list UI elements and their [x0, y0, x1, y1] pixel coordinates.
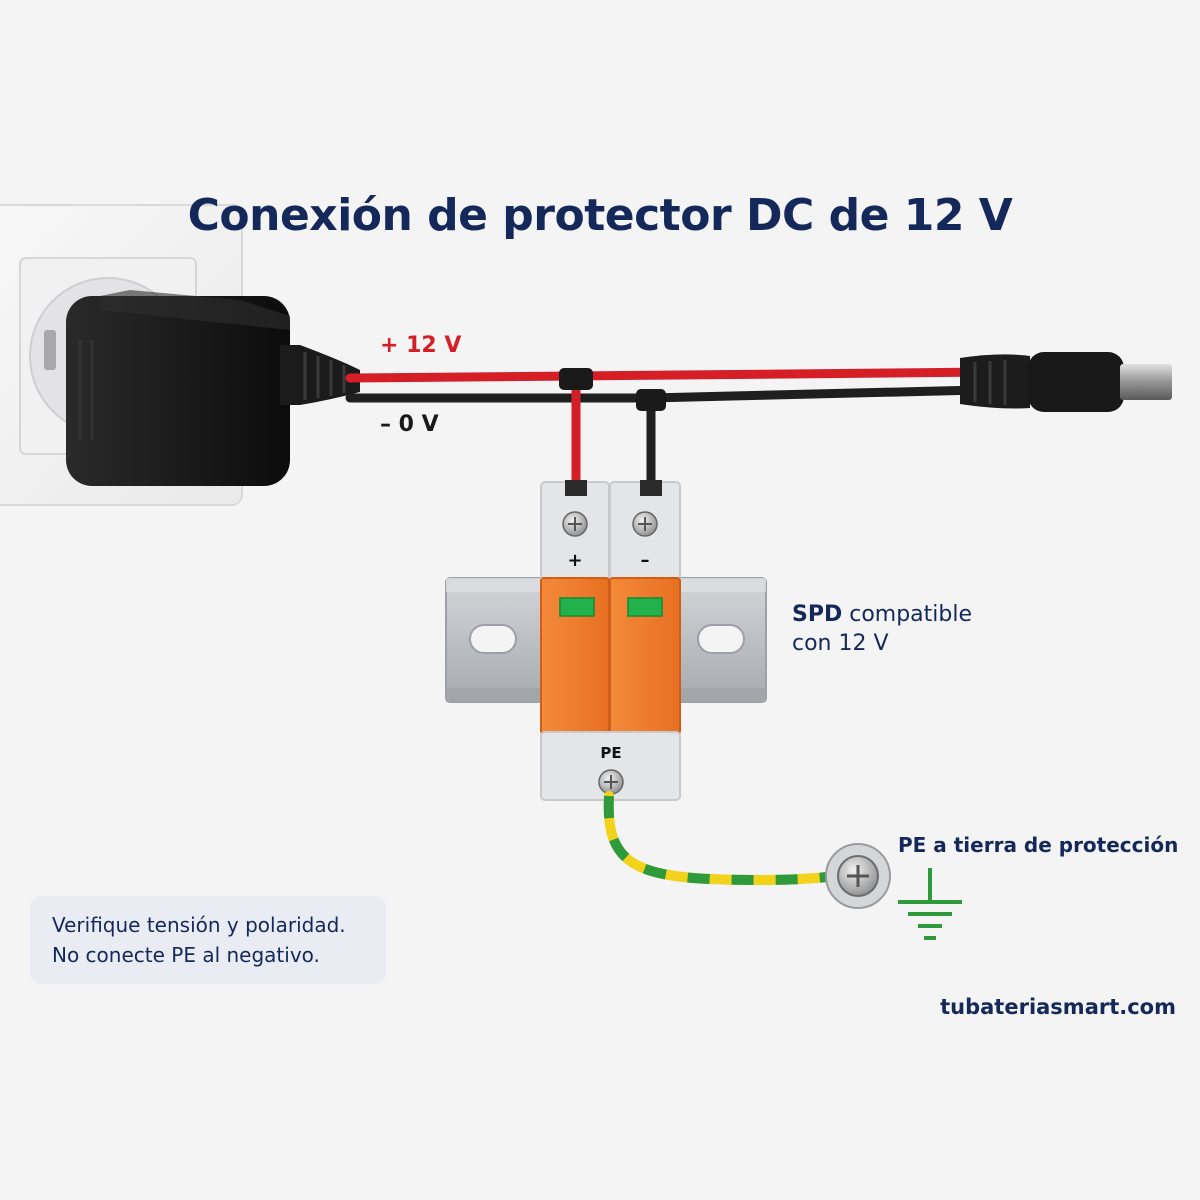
power-adapter [66, 290, 360, 486]
dc-barrel-plug [960, 352, 1172, 412]
branch-wires [559, 368, 666, 488]
note-line-1: Verifique tensión y polaridad. [52, 913, 346, 937]
spd-pe-terminal-label: PE [600, 744, 621, 762]
spd-minus-terminal-label: – [641, 550, 650, 571]
negative-wire-label: – 0 V [380, 412, 439, 437]
warning-note: Verifique tensión y polaridad. No conect… [30, 896, 386, 984]
main-cable [345, 367, 995, 403]
spd-label-line2: con 12 V [792, 631, 889, 656]
note-line-2: No conecte PE al negativo. [52, 943, 320, 967]
spd-module [540, 480, 681, 801]
website-url: tubateriasmart.com [940, 995, 1176, 1019]
pe-earth-label: PE a tierra de protección [898, 833, 1179, 857]
earth-ground-icon [898, 868, 962, 940]
spd-label-rest: compatible [842, 602, 973, 627]
positive-wire-label: + 12 V [380, 333, 462, 358]
spd-label-bold: SPD [792, 602, 843, 627]
earth-bolt [825, 843, 891, 909]
page-title: Conexión de protector DC de 12 V [187, 190, 1013, 241]
pe-earth-wire [603, 791, 841, 886]
spd-description: SPD compatible con 12 V [792, 600, 972, 658]
spd-plus-terminal-label: + [567, 550, 582, 571]
